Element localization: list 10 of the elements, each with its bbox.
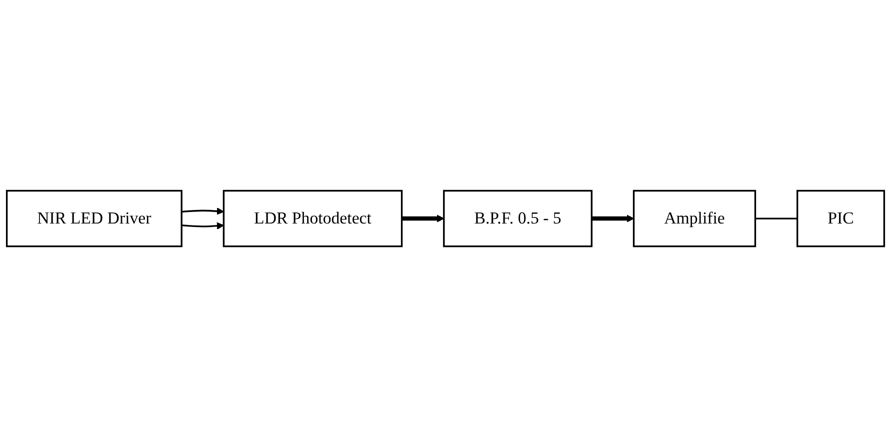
node-box: B.P.F. 0.5 - 5	[443, 190, 592, 248]
arrow	[592, 215, 634, 223]
arrow	[402, 215, 444, 223]
node-box: PIC	[796, 190, 886, 248]
arrow	[182, 222, 224, 230]
arrow	[182, 208, 224, 216]
node-box: Amplifie	[632, 190, 756, 248]
connector	[755, 218, 798, 220]
node-box: LDR Photodetect	[222, 190, 403, 248]
node-box: NIR LED Driver	[6, 190, 182, 248]
